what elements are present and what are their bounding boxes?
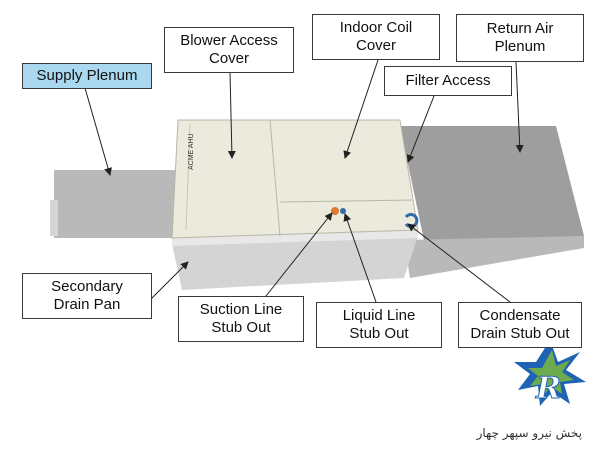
arrow-condensate-drain — [407, 223, 511, 303]
label-return-air-plenum: Return Air Plenum — [456, 14, 584, 62]
label-supply-plenum: Supply Plenum — [22, 63, 152, 89]
company-logo: R — [514, 340, 586, 407]
label-blower-access-cover: Blower Access Cover — [164, 27, 294, 73]
arrow-blower-access-cover — [227, 71, 236, 159]
arrow-supply-plenum — [84, 87, 112, 176]
blower-panel-edge — [185, 123, 191, 231]
cabinet-base-band — [172, 230, 418, 246]
supply-plenum-shape — [54, 170, 178, 238]
return-air-plenum-shape — [400, 126, 584, 250]
label-filter-access: Filter Access — [384, 66, 512, 96]
cabinet-front — [171, 119, 419, 239]
arrow-filter-access — [406, 95, 435, 163]
arrow-return-air-plenum — [515, 61, 524, 153]
liquid-line-port — [340, 208, 346, 214]
svg-text:R: R — [535, 371, 561, 406]
supply-plenum-end — [50, 200, 58, 236]
coil-divider — [279, 199, 413, 203]
unit-nameplate: ACME AHU — [188, 133, 195, 170]
cabinet-bottom — [172, 236, 418, 290]
label-indoor-coil-cover: Indoor Coil Cover — [312, 14, 440, 60]
panel-divider — [269, 119, 281, 237]
suction-line-port — [331, 207, 339, 215]
arrow-liquid-line — [343, 213, 377, 303]
company-logo-text: پخش نیرو سپهر چهار — [476, 426, 582, 440]
label-suction-line-stub-out: Suction Line Stub Out — [178, 296, 304, 342]
arrow-secondary-drain-pan — [149, 261, 189, 301]
return-air-plenum-bottom — [404, 236, 584, 278]
arrow-indoor-coil-cover — [343, 59, 379, 159]
arrow-suction-line — [265, 212, 333, 297]
label-secondary-drain-pan: Secondary Drain Pan — [22, 273, 152, 319]
label-condensate-drain-stub-out: Condensate Drain Stub Out — [458, 302, 582, 348]
label-liquid-line-stub-out: Liquid Line Stub Out — [316, 302, 442, 348]
